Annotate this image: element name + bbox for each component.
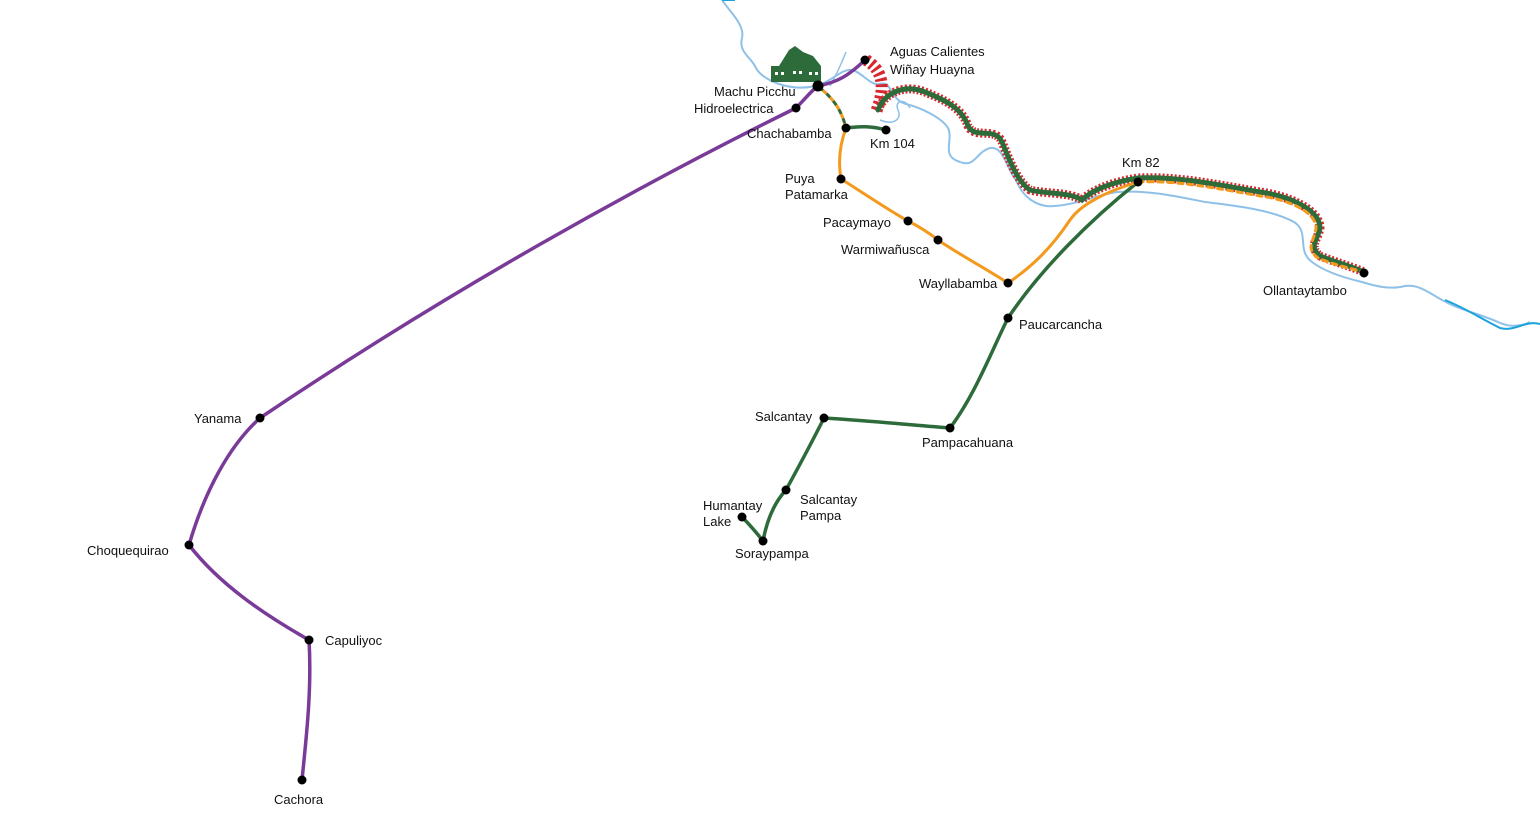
label-pampacahuana: Pampacahuana — [922, 435, 1014, 450]
label-soraypampa: Soraypampa — [735, 546, 809, 561]
station-salcantay[interactable] — [819, 413, 829, 423]
green-route-pampacahuana-salcantay — [822, 416, 952, 430]
orange-route — [818, 86, 1366, 285]
station-wayllabamba[interactable] — [1003, 278, 1013, 288]
green-route-paucarcancha-pampacahuana — [948, 316, 1010, 430]
orange-route-chachabamba-machu-picchu — [818, 86, 848, 130]
label-pacaymayo: Pacaymayo — [823, 215, 891, 230]
station-puya-patamarka[interactable] — [836, 174, 846, 184]
green-dash-chachabamba-machu-picchu — [819, 86, 848, 129]
station-salcantay-pampa[interactable] — [781, 485, 791, 495]
label-salcantay: Salcantay — [755, 409, 813, 424]
machu-picchu-ruins-icon — [771, 46, 821, 82]
green-route — [740, 86, 1367, 543]
label-capuliyoc: Capuliyoc — [325, 633, 383, 648]
station-chachabamba[interactable] — [841, 123, 851, 133]
station-machu-picchu[interactable] — [812, 80, 824, 92]
tributary-km104 — [879, 100, 911, 123]
label-hidroelectrica: Hidroelectrica — [694, 101, 774, 116]
purple-route-cachora-capuliyoc — [300, 638, 312, 782]
orange-route-pacaymayo-puya — [839, 177, 910, 223]
station-warmiwanusca[interactable] — [933, 235, 943, 245]
purple-route — [187, 58, 867, 782]
label-puya: Puya — [785, 171, 815, 186]
station-cachora[interactable] — [297, 775, 307, 785]
label-winay-huayna: Wiñay Huayna — [890, 62, 975, 77]
green-route-km82-paucarcancha — [1006, 180, 1140, 320]
purple-route-choquequirao-yanama — [187, 416, 262, 547]
orange-route-river-trail — [1136, 180, 1366, 274]
label-machu-picchu: Machu Picchu — [714, 84, 796, 99]
purple-route-capuliyoc-choquequirao — [187, 543, 311, 642]
label-km104: Km 104 — [870, 136, 915, 151]
purple-route-yanama-hidroelectrica — [258, 106, 798, 420]
urubamba-river-mouth — [1444, 299, 1540, 330]
station-yanama[interactable] — [255, 413, 265, 423]
label-yanama: Yanama — [194, 411, 242, 426]
label-wayllabamba: Wayllabamba — [919, 276, 998, 291]
orange-route-warmiwanusca-pacaymayo — [906, 219, 940, 242]
stations — [184, 55, 1369, 785]
station-km104[interactable] — [881, 125, 891, 135]
label-paucarcancha: Paucarcancha — [1019, 317, 1103, 332]
green-route-chachabamba-km104 — [844, 124, 888, 132]
label-patamarka: Patamarka — [785, 187, 849, 202]
orange-route-wayllabamba-warmiwanusca — [936, 238, 1010, 285]
station-soraypampa[interactable] — [758, 536, 768, 546]
station-humantay-lake[interactable] — [737, 512, 747, 522]
label-humantay-1: Humantay — [703, 498, 763, 513]
orange-route-km82-wayllabamba — [1006, 180, 1140, 285]
label-salcantay-pampa-1: Salcantay — [800, 492, 858, 507]
green-route-salcantay-pampa-soraypampa — [761, 488, 788, 543]
green-route-salcantay-salcantay-pampa — [784, 416, 826, 492]
station-choquequirao[interactable] — [184, 540, 194, 550]
station-labels: Aguas Calientes Wiñay Huayna Machu Picch… — [87, 44, 1347, 807]
station-ollantaytambo[interactable] — [1359, 268, 1369, 278]
label-km82: Km 82 — [1122, 155, 1160, 170]
station-pampacahuana[interactable] — [945, 423, 955, 433]
station-pacaymayo[interactable] — [903, 216, 913, 226]
orange-route-puya-chachabamba — [838, 126, 848, 181]
station-paucarcancha[interactable] — [1003, 313, 1013, 323]
label-choquequirao: Choquequirao — [87, 543, 169, 558]
urubamba-river — [721, 0, 1531, 327]
label-chachabamba: Chachabamba — [747, 126, 832, 141]
station-hidroelectrica[interactable] — [791, 103, 801, 113]
label-salcantay-pampa-2: Pampa — [800, 508, 842, 523]
station-aguas-calientes[interactable] — [860, 55, 870, 65]
station-capuliyoc[interactable] — [304, 635, 314, 645]
green-route-river-trail — [875, 86, 1367, 275]
station-km82[interactable] — [1133, 177, 1143, 187]
green-route-humantay-soraypampa — [740, 515, 765, 543]
label-ollantaytambo: Ollantaytambo — [1263, 283, 1347, 298]
label-warmiwanusca: Warmiwañusca — [841, 242, 930, 257]
label-cachora: Cachora — [274, 792, 324, 807]
label-humantay-2: Lake — [703, 514, 731, 529]
label-aguas-calientes: Aguas Calientes — [890, 44, 985, 59]
